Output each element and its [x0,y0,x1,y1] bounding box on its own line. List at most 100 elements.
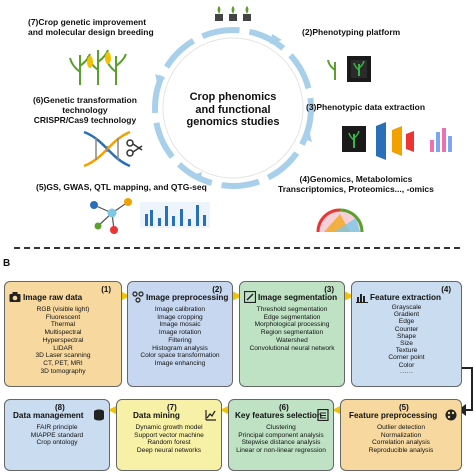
step-item: Morphological processing [254,321,330,329]
step-items: Threshold segmentation Edge segmentation… [240,306,344,352]
step-items: Dynamic growth model Support vector mach… [117,424,221,455]
label-omics: (4)Genomics, Metabolomics Transcriptomic… [278,174,434,194]
step-title: Image raw data [23,293,83,302]
flow-arrow-4-5 [458,404,466,416]
step-number: (3) [324,285,334,294]
step-item: Image rotation [158,329,202,337]
step-item: Outlier detection [376,424,425,431]
step-number: (4) [441,285,451,294]
step-item: Histogram analysis [152,344,208,352]
label-line: (5)GS, GWAS, QTL mapping, and QTG-seq [36,182,207,192]
trend-chart-icon [205,410,216,421]
step-item: Grayscale [391,304,422,311]
step-item: ······ [399,368,414,376]
step-items: FAIR principle MIAPPE standard Crop onto… [5,424,109,447]
edit-icon [244,291,256,303]
step-item: Color space transformation [140,352,220,360]
step-item: Stepwise distance analysis [241,439,321,447]
step-box-feature-extraction: (4) Feature extraction Grayscale Gradien… [351,281,462,387]
step-item: Color [398,361,415,369]
step-item: CT, PET, MRI [43,359,83,367]
step-item: Deep neural networks [136,447,202,455]
step-item: Support vector machine [134,431,204,439]
label-crop-improvement: (7)Crop genetic improvement and molecula… [28,17,154,37]
center-title-line: genomics studies [186,116,280,128]
step-title: Data mining [133,411,180,420]
center-disc [162,37,304,179]
step-item: Shape [396,332,417,340]
label-phenotypic-data-extraction: (3)Phenotypic data extraction [306,102,425,112]
step-item: Correlation analysis [372,439,430,447]
step-item: 3D Laser scanning [35,352,91,360]
step-title: Image preprocessing [146,293,229,302]
step-item: Edge segmentation [263,313,321,321]
step-title: Feature extraction [370,293,441,302]
label-phenotyping-platform: (2)Phenotyping platform [302,27,400,37]
step-item: Image cropping [157,313,203,321]
step-item: Threshold segmentation [256,306,328,313]
step-items: Grayscale Gradient Edge Counter Shape Si… [352,304,461,376]
panel-b-letter: B [3,258,11,269]
step-item: RGB (visible light) [36,306,90,313]
step-number: (1) [101,285,111,294]
database-icon [94,409,104,421]
label-line: Transcriptomics, Proteomics..., -omics [278,184,434,194]
center-title-line: and functional [195,103,271,116]
label-line: (2)Phenotyping platform [302,27,401,37]
step-number: (2) [212,285,222,294]
step-item: Linear or non-linear regression [236,447,326,455]
bar-chart-icon [356,294,368,303]
step-item: Fluorescent [45,313,81,321]
seedling-pots-icon [215,6,251,21]
step-items: Outlier detection Normalization Correlat… [341,424,461,455]
panel-a-graphics [69,6,452,234]
cycle-arrow-left [155,74,165,86]
step-item: Random forest [147,439,191,447]
cycle-arrow-top [270,34,282,44]
step-item: Image mosaic [159,321,201,329]
scissors-icon [126,139,143,157]
cycle-ring [152,27,314,189]
step-item: Texture [395,347,418,355]
step-item: Normalization [380,431,422,439]
step-item: Counter [394,325,419,333]
step-item: Reproducible analysis [368,447,434,455]
step-item: Edge [398,318,415,326]
camera-icon [9,292,21,302]
step-item: LIDAR [53,344,73,352]
step-item: Hyperspectral [42,336,84,344]
step-item: Size [400,340,413,348]
step-number: (5) [399,403,409,412]
step-item: Region segmentation [260,329,324,337]
label-line: CRISPR/Cas9 technology [33,115,137,125]
label-line: (7)Crop genetic improvement [28,17,147,27]
step-items: Image calibration Image cropping Image m… [128,306,232,368]
step-item: Watershed [276,336,308,344]
flow-line-4-5 [462,367,473,411]
step-item: Filtering [168,336,192,344]
dna-icon [83,130,131,168]
step-item: FAIR principle [36,424,78,431]
step-item: Thermal [50,321,76,329]
step-title: Image segmentation [258,293,338,302]
cycle-arrow-bottom [190,172,202,182]
flow-arrow-3-4 [342,290,354,302]
network-icon [90,198,132,234]
step-number: (8) [55,403,65,412]
step-item: Image calibration [154,306,206,313]
network-nodes-icon [132,291,144,303]
step-item: Corner point [388,354,425,362]
section-divider [14,247,460,249]
phenotypic-extraction-icons [342,122,452,160]
step-item: Gradient [393,311,420,319]
omics-circos-icon [316,208,364,233]
flow-arrow-2-3 [230,290,242,302]
step-title: Key features selection [235,411,322,420]
label-line: (3)Phenotypic data extraction [306,102,426,112]
step-item: 3D tomography [40,367,86,375]
step-item: Clustering [266,424,296,431]
manhattan-plot-icon [140,202,210,228]
step-box-image-raw-data: (1) Image raw data RGB (visible light) F… [4,281,122,387]
label-line: (4)Genomics, Metabolomics [299,174,413,184]
palette-icon [445,409,457,421]
